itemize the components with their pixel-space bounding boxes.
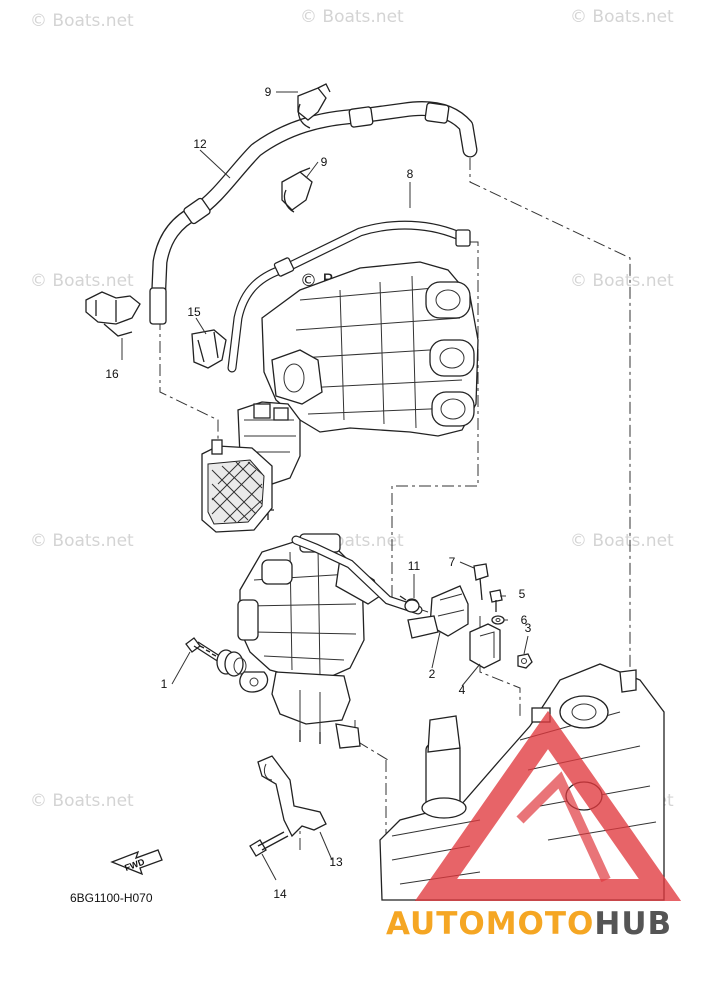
grommet [216, 649, 247, 677]
callout-6: 6 [521, 613, 528, 627]
callout-13: 13 [329, 855, 343, 869]
callout-labels: 1 2 3 4 5 6 7 8 9 9 11 12 13 14 15 16 [105, 85, 531, 901]
bolt-14 [249, 831, 289, 857]
fwd-arrow-icon: FWD [110, 849, 163, 876]
hose-clip-15 [191, 329, 227, 369]
watermark-text: © Boats.net [30, 271, 134, 291]
screw-5 [489, 589, 503, 612]
logo-triangle [414, 710, 682, 901]
vapor-hose-12 [149, 101, 478, 325]
watermark-text: © Boats.net [30, 791, 134, 811]
callout-7: 7 [449, 555, 456, 569]
watermark-text: © Boats.net [30, 11, 134, 31]
watermark-text: © Boats.net [30, 531, 134, 551]
callout-2: 2 [429, 667, 436, 681]
bolt-1 [185, 637, 227, 665]
vapor-hose-8 [227, 220, 471, 373]
nut-3 [517, 653, 533, 669]
drawing-code: 6BG1100-H070 [70, 891, 153, 905]
watermark-text: © Boats.net [570, 7, 674, 27]
callout-15: 15 [187, 305, 201, 319]
silencer-filter [201, 439, 273, 533]
hose-clip-9-lower [281, 167, 313, 213]
callout-9-lower: 9 [321, 155, 328, 169]
callout-11: 11 [408, 559, 421, 573]
callout-leaders [121, 91, 529, 881]
callout-8: 8 [407, 167, 414, 181]
intake-manifold [261, 261, 479, 437]
callout-4: 4 [459, 683, 466, 697]
callout-9-upper: 9 [265, 85, 272, 99]
callout-12: 12 [193, 137, 207, 151]
screw-7 [473, 563, 489, 601]
watermark-text: © Boats.net [570, 531, 674, 551]
bracket-4 [469, 623, 501, 669]
watermark-text: © Boats.net [570, 271, 674, 291]
bracket-13 [257, 755, 327, 838]
watermark-text: © Boats.net [300, 7, 404, 27]
vapor-separator-assembly [237, 533, 423, 749]
clip-11 [399, 595, 420, 613]
automotohub-logo: AUTOMOTOHUB [386, 710, 682, 942]
logo-text: AUTOMOTOHUB [386, 906, 672, 942]
callout-5: 5 [519, 587, 526, 601]
hose-clip-9-upper [297, 83, 331, 129]
callout-3: 3 [525, 621, 532, 635]
washer-6 [491, 615, 505, 625]
hose-clip-16 [85, 291, 141, 337]
callout-16: 16 [105, 367, 119, 381]
callout-14: 14 [273, 887, 287, 901]
callout-1: 1 [161, 677, 168, 691]
